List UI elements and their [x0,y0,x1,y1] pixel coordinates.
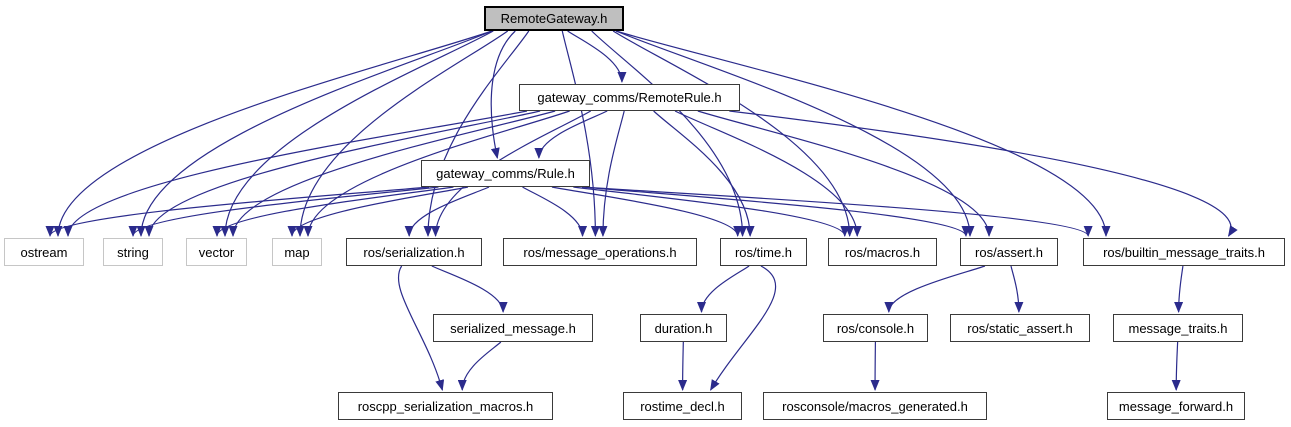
node-mf[interactable]: message_forward.h [1107,392,1245,420]
node-ast[interactable]: ros/assert.h [960,238,1058,266]
node-ostream: ostream [4,238,84,266]
edge-rr-to-time [653,110,755,237]
node-rtd[interactable]: rostime_decl.h [623,392,742,420]
edge-rr-to-mac [674,110,862,237]
edge-rr-to-map [303,110,570,237]
edge-rg-to-rule [490,30,516,159]
edge-rg-to-ser [423,30,530,237]
edge-rule-to-ostream [45,186,430,237]
node-dur[interactable]: duration.h [640,314,727,342]
node-mg[interactable]: rosconsole/macros_generated.h [763,392,987,420]
edge-rg-to-ostream [53,30,493,237]
edge-rg-to-ast [615,30,975,237]
node-ser[interactable]: ros/serialization.h [346,238,482,266]
edge-rg-to-map [295,30,509,237]
edge-ast-to-sas [1010,265,1024,313]
node-time[interactable]: ros/time.h [720,238,807,266]
edge-rule-to-mac [573,186,850,237]
edge-rr-to-ostream [63,110,528,237]
edge-ser-to-rsm [397,265,445,391]
node-rule[interactable]: gateway_comms/Rule.h [421,160,590,187]
edge-rg-to-rr [567,30,627,83]
node-rr[interactable]: gateway_comms/RemoteRule.h [519,84,740,111]
edge-time-to-dur [697,265,750,313]
node-string: string [103,238,163,266]
node-rg-root[interactable]: RemoteGateway.h [484,6,624,31]
node-mac[interactable]: ros/macros.h [828,238,937,266]
edge-rg-to-vector [220,30,494,237]
edge-sm-to-rsm [457,341,502,391]
node-sas[interactable]: ros/static_assert.h [950,314,1090,342]
edge-rg-to-bmt [615,30,1111,237]
node-con[interactable]: ros/console.h [823,314,928,342]
edge-rr-to-bmt [729,110,1238,237]
edge-mt-to-mf [1171,341,1181,391]
node-vector: vector [186,238,247,266]
node-mop[interactable]: ros/message_operations.h [503,238,697,266]
edge-bmt-to-mt [1174,265,1184,313]
edge-ser-to-sm [431,265,508,313]
node-rsm[interactable]: roscpp_serialization_macros.h [338,392,553,420]
edge-rr-to-string [144,110,541,237]
edge-rule-to-ast [581,186,971,237]
edge-rule-to-bmt [581,186,1093,237]
edge-rg-to-time [591,30,748,237]
node-sm[interactable]: serialized_message.h [433,314,593,342]
edge-rr-to-mop [598,110,625,237]
node-mt[interactable]: message_traits.h [1113,314,1243,342]
edge-rg-to-string [136,30,493,237]
edge-ast-to-con [884,265,986,313]
node-bmt[interactable]: ros/builtin_message_traits.h [1083,238,1285,266]
edge-rule-to-string [128,186,439,237]
edge-time-to-rtd [710,265,776,391]
edge-rule-to-ser [404,186,490,237]
edge-rule-to-vector [212,186,454,237]
edge-rule-to-time [551,186,743,237]
edge-rg-to-mac [612,30,855,237]
edge-rule-to-mop [522,186,588,237]
edge-dur-to-rtd [678,341,688,391]
edge-rr-to-vector [228,110,556,237]
edge-rr-to-rule [534,110,608,159]
edge-rg-to-mop [561,30,600,237]
node-map: map [272,238,322,266]
edge-rule-to-map [287,186,469,237]
